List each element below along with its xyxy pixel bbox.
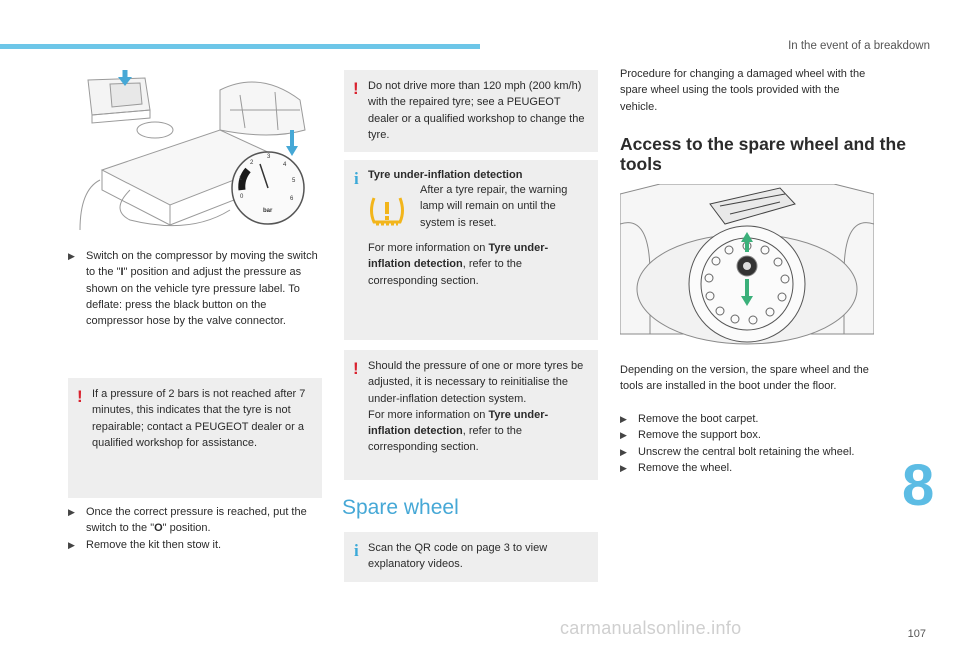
info-icon: i [354, 541, 359, 560]
page-number: 107 [907, 628, 926, 640]
warning-pressure-box: ! If a pressure of 2 bars is not reached… [68, 378, 322, 498]
bullet-icon: ▶ [620, 446, 627, 457]
info-detection-box: i Tyre under-inflation detection After a… [344, 160, 598, 340]
more-prefix: For more information on [368, 242, 489, 254]
step-item: Remove the wheel. [638, 461, 733, 474]
warning-icon: ! [353, 79, 359, 98]
step-remove: Remove the kit then stow it. [86, 538, 222, 551]
more-link-text: Tyre under-inflation detection [368, 408, 549, 438]
gauge-tick: 0 [240, 194, 244, 200]
info-icon: i [354, 169, 359, 188]
info-qr-text: Scan the QR code on page 3 to view expla… [368, 542, 548, 571]
gauge-tick: 2 [250, 160, 254, 166]
bullet-icon: ▶ [68, 507, 75, 517]
warning-icon: ! [353, 359, 359, 378]
pressure-gauge: 0 1 2 3 4 5 6 bar [231, 151, 305, 225]
more-link-text: Tyre under-inflation detection [368, 242, 549, 271]
warning-speed-box: ! Do not drive more than 120 mph (200 km… [344, 70, 598, 152]
gauge-tick: 4 [283, 162, 287, 168]
bullet-icon: ▶ [68, 251, 75, 261]
info-detection-more: For more information on Tyre under-infla… [368, 240, 588, 289]
wheel-removal-steps: ▶ Remove the boot carpet. ▶ Remove the sup… [620, 411, 878, 476]
spare-wheel-heading: Spare wheel [342, 496, 459, 519]
step-once-suffix: " position. [162, 522, 211, 535]
tyre-pressure-warning-lamp-icon [370, 197, 404, 226]
chapter-number: 8 [902, 453, 935, 518]
bullet-icon: ▶ [68, 539, 75, 550]
step-switch-suffix: " position and adjust the pressure as sh… [86, 266, 302, 328]
step-once-value: O [154, 522, 163, 535]
step-item: Remove the boot carpet. [638, 413, 759, 425]
spare-wheel-illustration [620, 184, 874, 345]
step-item: Unscrew the central bolt retaining the w… [638, 445, 855, 458]
gauge-tick: 1 [239, 176, 243, 182]
section-title: In the event of a breakdown [788, 40, 930, 52]
header-accent-bar [0, 44, 480, 49]
watermark: carmanualsonline.info [560, 618, 742, 638]
more-prefix: For more information on [368, 408, 489, 421]
gauge-tick: 5 [292, 178, 296, 184]
bullet-icon: ▶ [620, 462, 627, 473]
step-item: Remove the support box. [638, 429, 761, 442]
step-switch-on: ▶ Switch on the compressor by moving the … [68, 248, 318, 329]
warning-pressure-text: If a pressure of 2 bars is not reached a… [92, 388, 306, 449]
info-detection-title: Tyre under-inflation detection [368, 169, 523, 181]
info-detection-text: After a tyre repair, the warning lamp wi… [420, 184, 568, 229]
gauge-tick: 3 [267, 154, 271, 160]
warning-speed-text: Do not drive more than 120 mph (200 km/h… [368, 80, 585, 141]
info-qr-box: i Scan the QR code on page 3 to view exp… [344, 532, 598, 582]
bullet-icon: ▶ [620, 414, 627, 424]
more-suffix: , refer to the corresponding section. [368, 425, 523, 454]
gauge-unit-label: bar [263, 208, 273, 214]
bullet-icon: ▶ [620, 430, 627, 441]
gauge-tick: 6 [290, 196, 294, 202]
warning-icon: ! [77, 387, 83, 406]
warning-reinit-text: Should the pressure of one or more tyres… [368, 360, 584, 405]
step-switch-prefix: Switch on the compressor by moving the s… [86, 250, 318, 279]
boot-location-text: Depending on the version, the spare whee… [620, 364, 869, 393]
compressor-illustration: 0 1 2 3 4 5 6 bar [79, 70, 306, 231]
access-heading: Access to the spare wheel and the tools [620, 134, 906, 174]
more-suffix: , refer to the corresponding section. [368, 258, 523, 287]
step-switch-value: I [120, 266, 124, 279]
steps-finish: ▶ Once the correct pressure is reached, p… [68, 504, 322, 553]
warning-reinit-box: ! Should the pressure of one or more tyr… [344, 350, 598, 480]
procedure-intro: Procedure for changing a damaged wheel w… [620, 68, 866, 113]
warning-reinit-body: Should the pressure of one or more tyres… [368, 358, 588, 456]
step-once-prefix: Once the correct pressure is reached, pu… [86, 506, 307, 535]
